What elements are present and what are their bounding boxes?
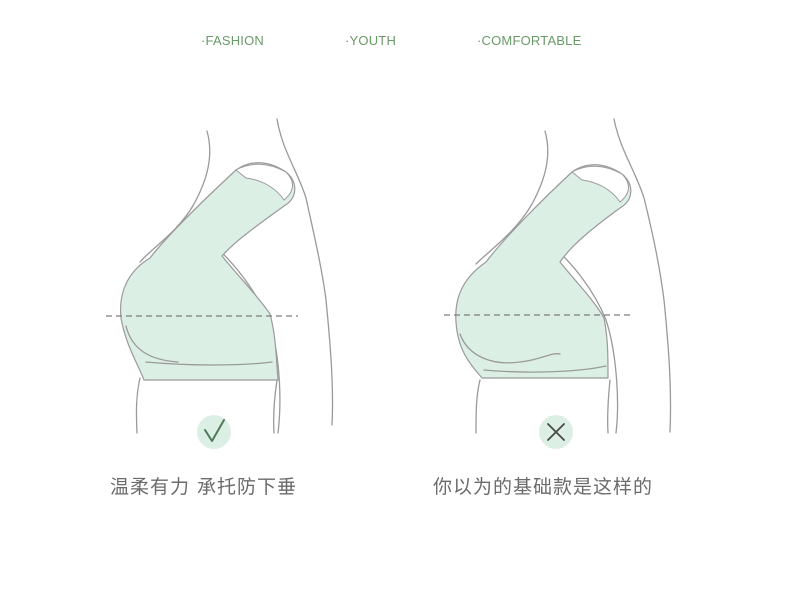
figure-good-back-outline (276, 118, 334, 426)
figure-good-torso-right (272, 379, 278, 434)
figure-good-cup-curve (125, 325, 179, 363)
figure-good (106, 118, 334, 449)
caption-good: 温柔有力 承托防下垂 (110, 476, 298, 498)
tagline-youth: ·YOUTH (345, 33, 397, 48)
figure-good-underband (145, 361, 273, 366)
figure-bad-torso-left (475, 379, 481, 434)
figure-bad-arm (547, 241, 619, 434)
figure-good-torso-outline (135, 377, 141, 434)
x-mark-icon (547, 423, 565, 441)
figure-bad (444, 118, 672, 449)
check-badge (197, 415, 231, 449)
caption-bad: 你以为的基础款是这样的 (433, 476, 654, 498)
figure-bad-garment (455, 164, 632, 379)
figure-good-garment (119, 162, 296, 381)
figure-good-strap (235, 163, 293, 201)
tagline-comfortable: ·COMFORTABLE (477, 33, 582, 48)
figure-bad-underband (483, 365, 607, 373)
figure-bad-strap (571, 165, 629, 203)
figure-bad-torso-right (606, 379, 611, 434)
tagline-fashion: ·FASHION (201, 33, 264, 48)
tagline-row: ·FASHION ·YOUTH ·COMFORTABLE (0, 33, 790, 51)
figure-bad-sag-curve (459, 333, 561, 364)
figure-bad-back-outline (613, 118, 672, 433)
figure-good-chest-outline (139, 130, 211, 263)
figure-bad-chest-outline (475, 130, 549, 265)
check-mark-icon (204, 419, 225, 442)
